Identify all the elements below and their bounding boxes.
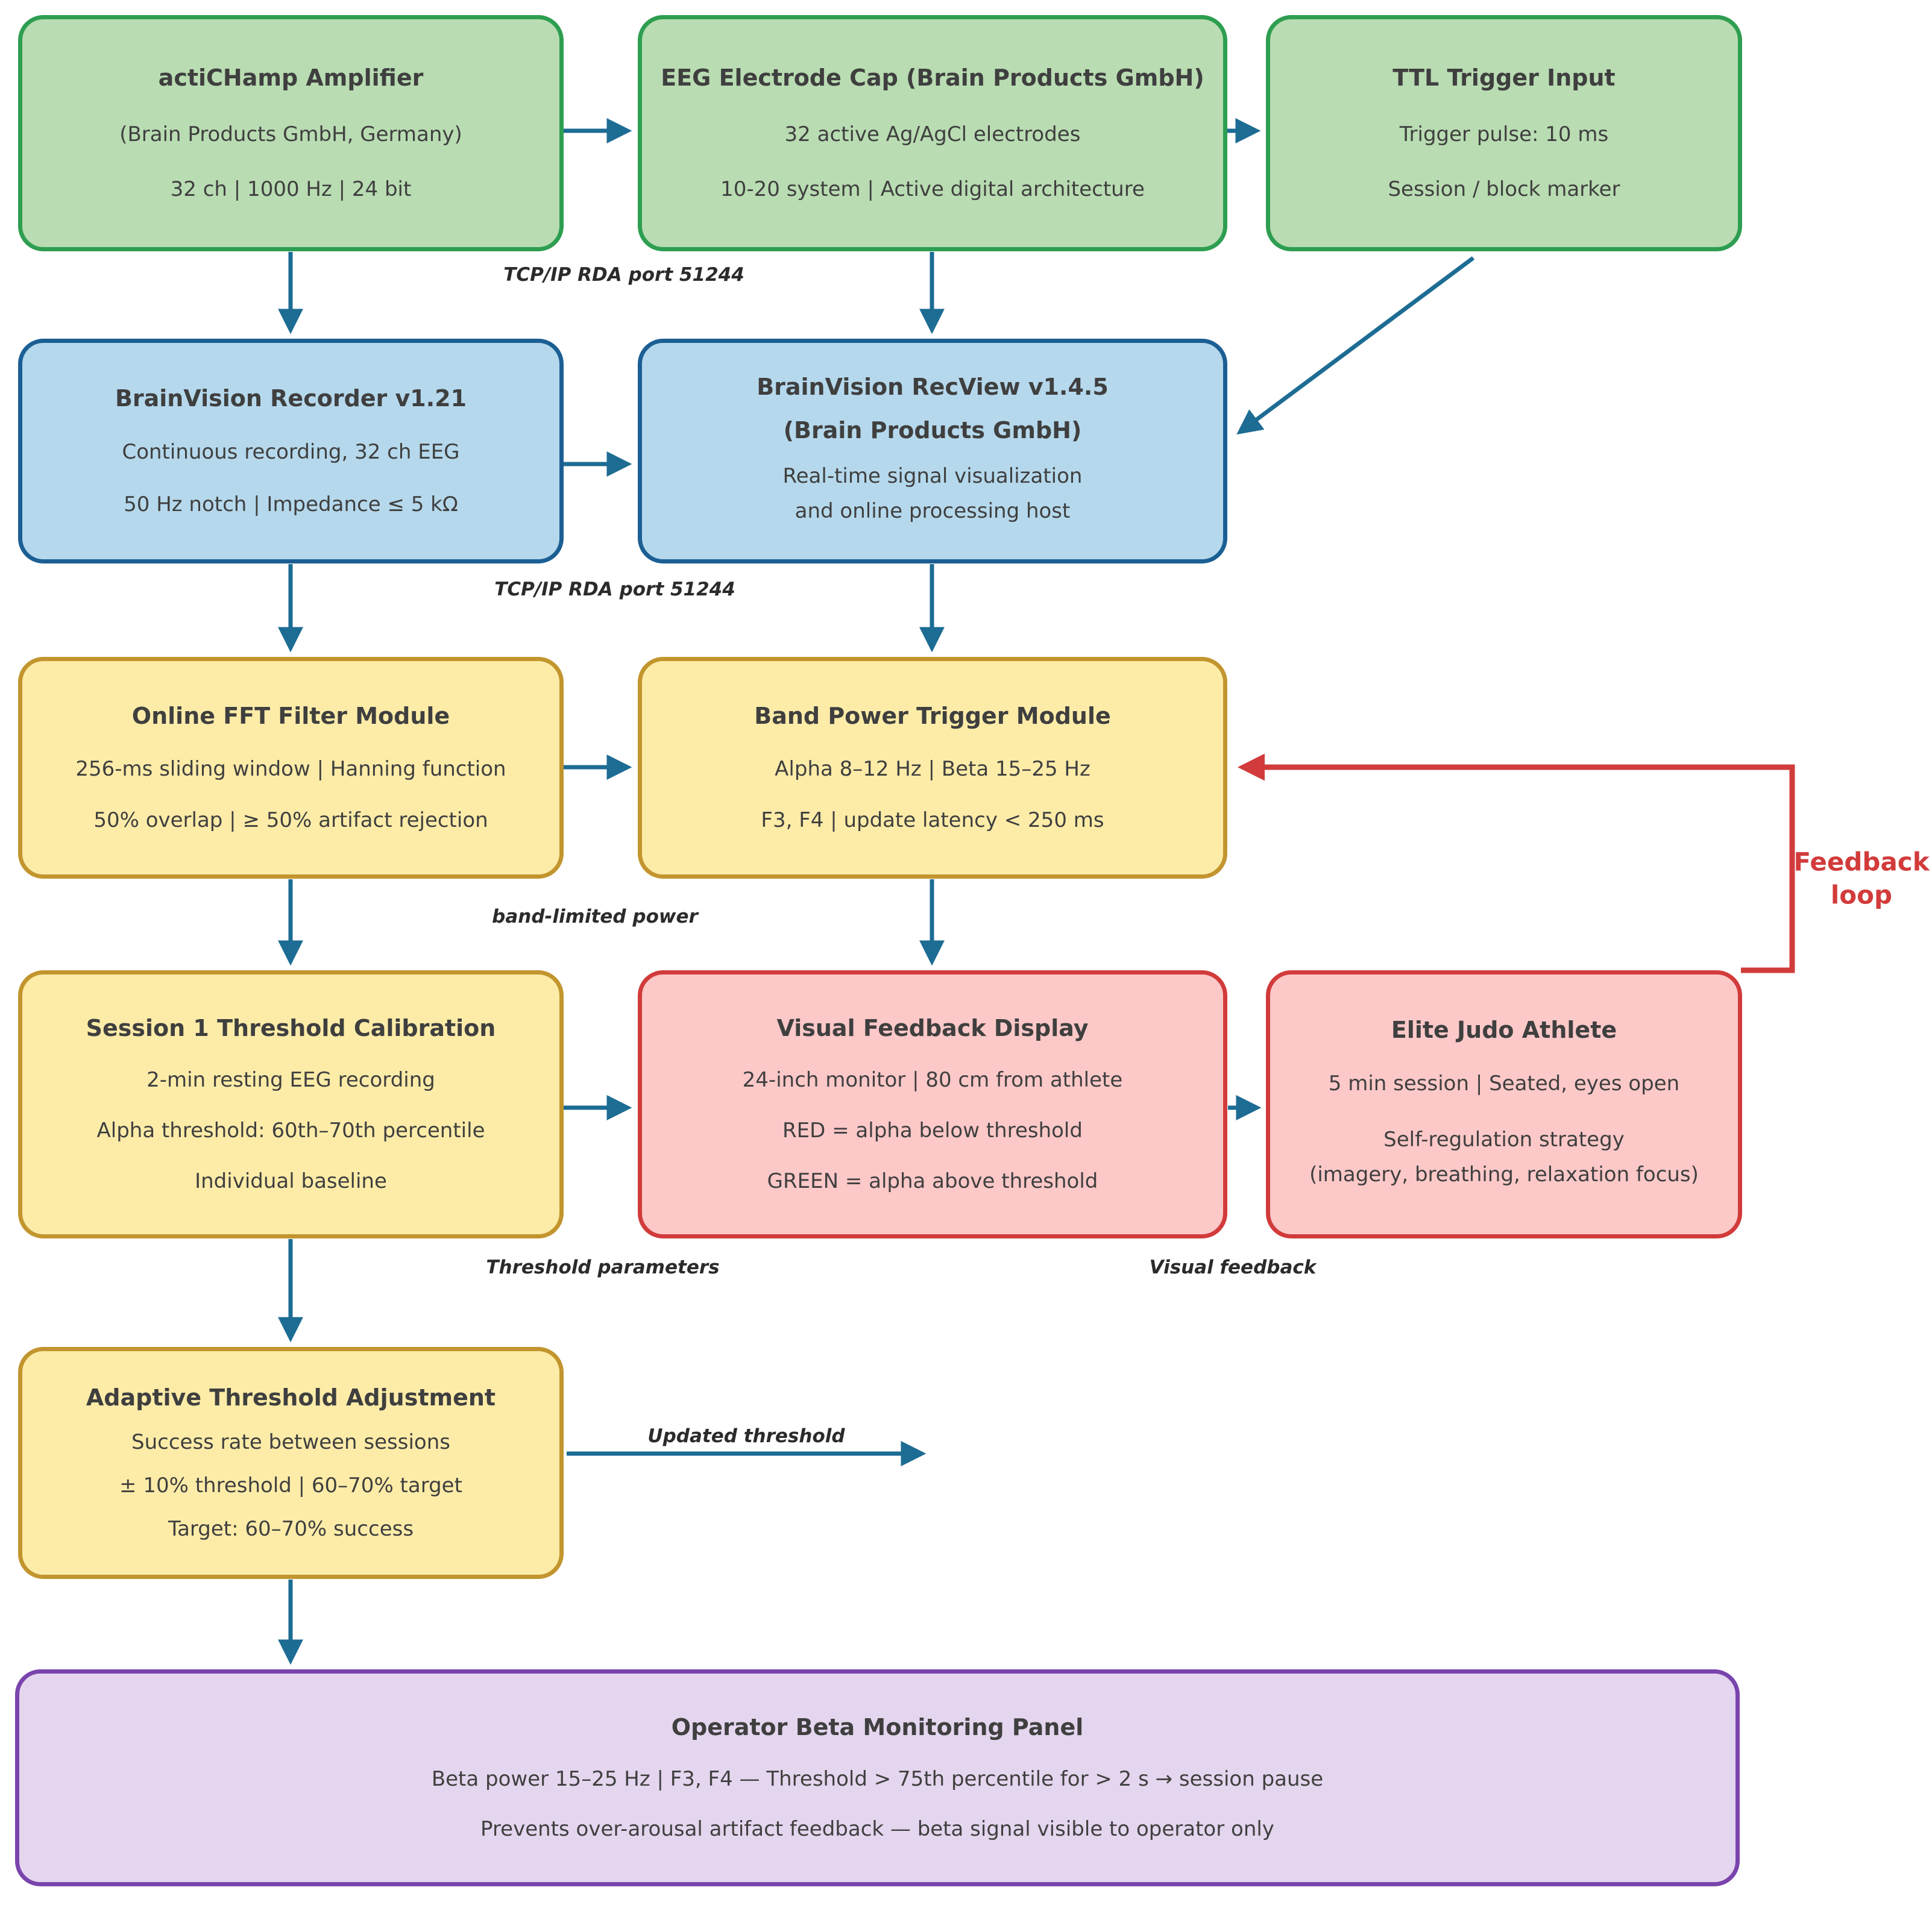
node-eeg-electrode-cap: EEG Electrode Cap (Brain Products GmbH) … <box>638 15 1227 251</box>
node-line: RED = alpha below threshold <box>782 1119 1083 1143</box>
node-band-power-trigger: Band Power Trigger Module Alpha 8–12 Hz … <box>638 657 1227 879</box>
edge-label-visual-feedback: Visual feedback <box>1149 1257 1317 1278</box>
node-title: Adaptive Threshold Adjustment <box>86 1384 496 1411</box>
node-line: Trigger pulse: 10 ms <box>1399 122 1609 146</box>
node-line-group: Real-time signal visualization and onlin… <box>783 459 1083 529</box>
node-line-group: Self-regulation strategy (imagery, breat… <box>1309 1123 1699 1193</box>
node-line: 50% overlap | ≥ 50% artifact rejection <box>93 808 488 833</box>
node-title: Elite Judo Athlete <box>1391 1016 1617 1043</box>
node-line: 32 active Ag/AgCl electrodes <box>784 122 1081 146</box>
arrow-ttl-to-recview <box>1236 256 1475 435</box>
node-online-fft-filter: Online FFT Filter Module 256-ms sliding … <box>18 657 564 879</box>
node-adaptive-threshold-adjustment: Adaptive Threshold Adjustment Success ra… <box>18 1347 564 1579</box>
node-title: BrainVision Recorder v1.21 <box>115 384 467 412</box>
node-title: Online FFT Filter Module <box>131 702 450 729</box>
node-title: Band Power Trigger Module <box>754 702 1111 729</box>
edge-label-band-limited-power: band-limited power <box>492 906 698 927</box>
node-line: Beta power 15–25 Hz | F3, F4 — Threshold… <box>431 1766 1324 1791</box>
node-line: Real-time signal visualization <box>782 464 1083 489</box>
node-line: Self-regulation strategy <box>1383 1128 1625 1152</box>
node-line: 32 ch | 1000 Hz | 24 bit <box>170 177 412 202</box>
node-line: Success rate between sessions <box>131 1430 450 1455</box>
node-line: GREEN = alpha above threshold <box>767 1169 1098 1193</box>
node-line: (imagery, breathing, relaxation focus) <box>1309 1163 1699 1187</box>
node-line: Continuous recording, 32 ch EEG <box>122 440 460 465</box>
node-title: EEG Electrode Cap (Brain Products GmbH) <box>661 64 1204 91</box>
node-title: Operator Beta Monitoring Panel <box>671 1713 1084 1740</box>
node-title: BrainVision RecView v1.4.5 <box>757 374 1109 401</box>
edge-label-threshold-parameters: Threshold parameters <box>486 1257 720 1278</box>
feedback-loop-label-line1: Feedback <box>1793 847 1930 877</box>
node-line: 5 min session | Seated, eyes open <box>1328 1072 1680 1096</box>
node-line: F3, F4 | update latency < 250 ms <box>761 808 1104 833</box>
arrow-feedback-loop <box>1238 753 1795 973</box>
node-ttl-trigger-input: TTL Trigger Input Trigger pulse: 10 ms S… <box>1266 15 1742 251</box>
node-line: Target: 60–70% success <box>168 1517 414 1541</box>
node-line: 256-ms sliding window | Hanning function <box>75 756 506 781</box>
node-brainvision-recview: BrainVision RecView v1.4.5 (Brain Produc… <box>638 339 1227 563</box>
node-line: 10-20 system | Active digital architectu… <box>720 177 1145 202</box>
edge-label-tcpip-rda-mid: TCP/IP RDA port 51244 <box>494 579 735 600</box>
node-line: Alpha threshold: 60th–70th percentile <box>96 1119 485 1143</box>
edge-label-updated-threshold: Updated threshold <box>647 1425 845 1447</box>
node-title: Visual Feedback Display <box>776 1014 1089 1041</box>
node-operator-beta-monitoring-panel: Operator Beta Monitoring Panel Beta powe… <box>15 1669 1740 1886</box>
node-brainvision-recorder: BrainVision Recorder v1.21 Continuous re… <box>18 339 564 563</box>
feedback-loop-label-line2: loop <box>1830 880 1893 909</box>
node-line: 24-inch monitor | 80 cm from athlete <box>742 1068 1123 1093</box>
node-line: Individual baseline <box>195 1169 387 1193</box>
node-line: 50 Hz notch | Impedance ≤ 5 kΩ <box>124 492 458 517</box>
feedback-loop-label: Feedback loop <box>1793 846 1929 911</box>
node-line: ± 10% threshold | 60–70% target <box>119 1473 462 1498</box>
node-session1-threshold-calibration: Session 1 Threshold Calibration 2-min re… <box>18 970 564 1238</box>
node-title: actiCHamp Amplifier <box>158 64 424 91</box>
node-line: (Brain Products GmbH, Germany) <box>119 122 462 146</box>
node-line: Alpha 8–12 Hz | Beta 15–25 Hz <box>775 756 1090 781</box>
node-line: Session / block marker <box>1388 177 1620 202</box>
node-subtitle: (Brain Products GmbH) <box>783 416 1082 444</box>
node-line: Prevents over-arousal artifact feedback … <box>480 1817 1274 1842</box>
node-visual-feedback-display: Visual Feedback Display 24-inch monitor … <box>638 970 1227 1238</box>
node-elite-judo-athlete: Elite Judo Athlete 5 min session | Seate… <box>1266 970 1742 1238</box>
node-line: and online processing host <box>795 499 1071 524</box>
node-title: Session 1 Threshold Calibration <box>86 1014 496 1041</box>
edge-label-tcpip-rda-top: TCP/IP RDA port 51244 <box>503 264 744 286</box>
node-line: 2-min resting EEG recording <box>146 1068 435 1093</box>
node-acticha mp-amplifier: actiCHamp Amplifier (Brain Products GmbH… <box>18 15 564 251</box>
node-title: TTL Trigger Input <box>1392 64 1616 91</box>
